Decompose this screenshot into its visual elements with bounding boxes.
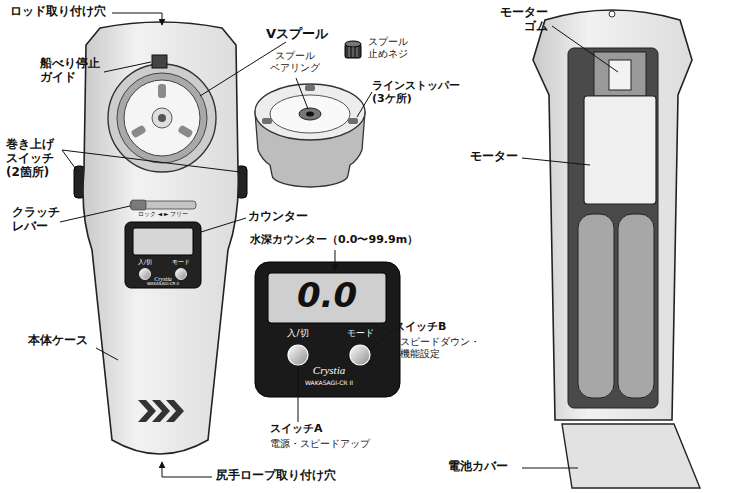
counter-small (125, 222, 201, 288)
leader-lines (357, 92, 372, 117)
reel-body-front (74, 22, 247, 454)
counter-small (176, 269, 187, 280)
leader-lines (62, 150, 78, 172)
counter-enlarged (255, 262, 400, 397)
part-label: モーター (470, 150, 530, 164)
part-sublabel: 電源・スピードアップ (270, 438, 400, 450)
part-label: 巻き上げ スイッチ (2箇所) (6, 138, 64, 179)
motor (584, 96, 656, 204)
leader-lines (104, 62, 151, 72)
battery-cover (562, 424, 700, 488)
leader-lines (522, 468, 578, 469)
spool-screw (345, 41, 361, 58)
leader-lines (296, 78, 308, 109)
button-marking: 入/切 (133, 259, 157, 266)
brand-logo (166, 400, 184, 422)
part-label: スイッチA (270, 423, 350, 436)
counter-enlarged (350, 345, 370, 365)
counter-enlarged (255, 262, 400, 397)
v-spool-detached (255, 84, 365, 140)
counter-enlarged (268, 273, 386, 323)
v-spool-mounted (131, 125, 147, 139)
spool-screw (357, 47, 358, 57)
leader-lines (522, 158, 590, 165)
motor-rubber (609, 60, 631, 90)
counter-small (125, 222, 201, 288)
part-label: 電池カバー (448, 460, 524, 474)
clutch-lever (130, 200, 196, 210)
part-label: 本体ケース (28, 334, 108, 348)
part-sublabel: スプール 止めネジ (368, 36, 424, 59)
part-label: 水深カウンター（0.0〜99.9m） (250, 234, 470, 247)
counter-small (140, 269, 151, 280)
brand-logo (138, 400, 156, 422)
reel-body-back (533, 10, 692, 420)
v-spool-mounted (117, 73, 207, 163)
leader-lines (552, 26, 618, 72)
leader-lines (96, 348, 118, 360)
part-label: モーター ゴム (496, 6, 548, 34)
leader-lines (112, 13, 162, 25)
v-spool-detached (270, 95, 350, 133)
counter-enlarged (288, 345, 308, 365)
button-marking: モード (169, 259, 193, 266)
leader-lines (335, 250, 336, 270)
counter-small (133, 228, 193, 255)
part-label: 尻手ロープ取り付け穴 (216, 469, 356, 483)
motor-rubber (594, 52, 646, 96)
leader-lines (60, 206, 130, 222)
gunwale-stop-guide (152, 55, 167, 68)
brand-name: Crystia (294, 364, 364, 377)
spool-screw (349, 47, 350, 57)
model-name: WAKASAGI-CR II (138, 282, 188, 287)
leader-lines (60, 13, 618, 477)
leader-lines (298, 366, 299, 422)
part-label: ラインストッパー (3ケ所) (372, 80, 472, 105)
line-stopper (305, 85, 315, 91)
button-marking: モード (340, 328, 380, 338)
clutch-lever (130, 201, 196, 209)
v-spool-mounted (158, 114, 166, 122)
leader-lines (62, 150, 240, 172)
v-spool-mounted (108, 64, 216, 172)
brand-logo (152, 400, 170, 422)
v-spool-mounted (152, 108, 172, 128)
battery (578, 214, 614, 398)
v-spool-detached (255, 84, 365, 187)
leader-lines (162, 462, 212, 477)
part-label: Vスプール (266, 27, 346, 42)
v-spool-mounted (177, 125, 193, 139)
spool-bearing (299, 108, 321, 120)
spool-screw (345, 41, 361, 47)
part-label: スイッチB (394, 321, 474, 334)
v-spool-detached (306, 112, 314, 117)
part-label: カウンター (248, 210, 338, 224)
brand-logo (138, 400, 184, 422)
part-label: ロッド取り付け穴 (10, 5, 114, 19)
reel-body-back (568, 48, 658, 408)
part-sublabel: スピードダウン・ 機能設定 (400, 336, 486, 359)
clutch-lever (131, 200, 146, 210)
v-spool-mounted (158, 84, 166, 98)
part-sublabel: スプール ベアリング (262, 50, 328, 73)
reel-body-back (609, 11, 615, 17)
v-spool-mounted (108, 64, 216, 172)
spool-screw (353, 47, 354, 57)
display-digits: 0.0 (272, 276, 382, 315)
reel-body-back (533, 10, 700, 488)
battery (618, 214, 654, 398)
button-marking: 入/切 (278, 328, 318, 338)
model-name: WAKASAGI-CR II (289, 380, 369, 387)
leader-lines (201, 218, 246, 232)
lever-marking: ロック ◄ ► フリー (123, 211, 203, 218)
part-label: クラッチ レバー (12, 206, 62, 234)
line-stopper (262, 118, 272, 124)
motor-rubber (594, 52, 646, 96)
part-label: 船べり停止 ガイド (40, 57, 108, 85)
v-spool-mounted (124, 80, 200, 156)
line-stopper (348, 118, 358, 124)
